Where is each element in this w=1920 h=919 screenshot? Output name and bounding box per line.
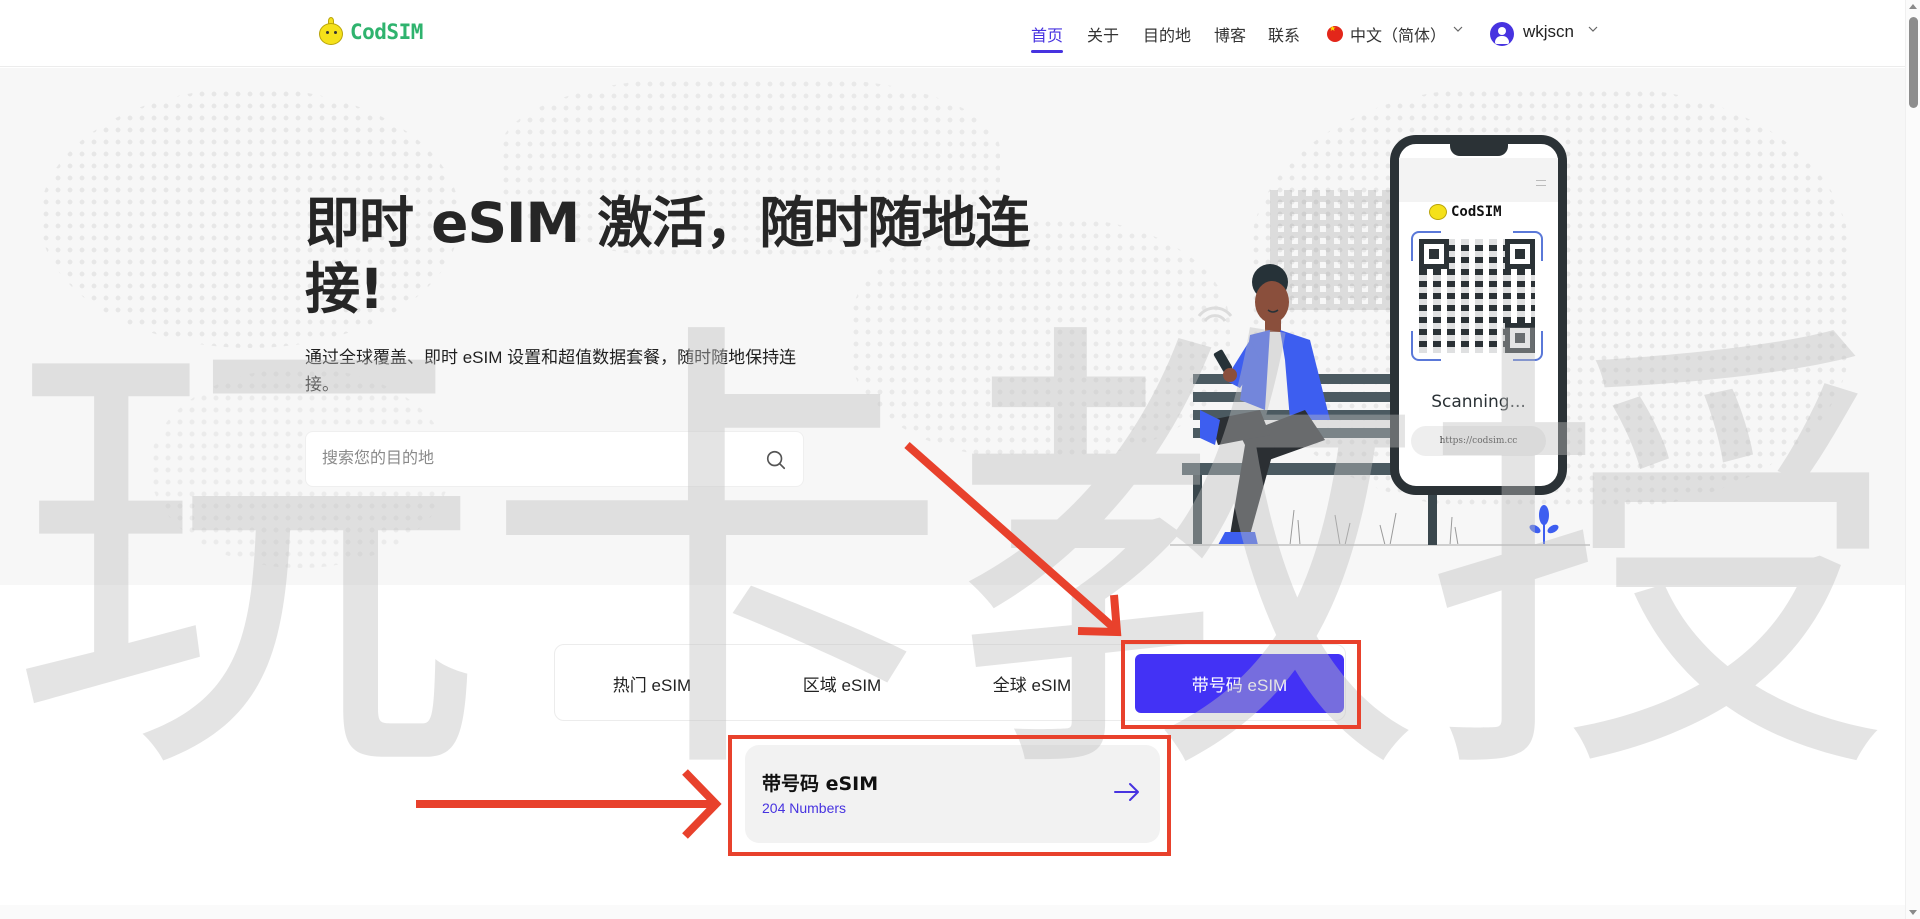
- footer-strip: [0, 905, 1905, 919]
- hero-section: [0, 68, 1905, 585]
- scroll-down-arrow-icon[interactable]: [1909, 910, 1917, 915]
- china-flag-icon: [1327, 26, 1343, 42]
- esim-with-number-card[interactable]: 带号码 eSIM 204 Numbers: [745, 745, 1160, 843]
- arrow-right-icon[interactable]: [1114, 782, 1140, 802]
- search-input[interactable]: [322, 432, 742, 486]
- nav-contact[interactable]: 联系: [1268, 28, 1301, 45]
- avatar-icon: [1490, 22, 1514, 46]
- world-map-dots: [1250, 88, 1850, 508]
- scroll-thumb[interactable]: [1909, 17, 1918, 108]
- scroll-up-arrow-icon[interactable]: [1909, 4, 1917, 9]
- nav-about[interactable]: 关于: [1087, 28, 1120, 45]
- world-map-dots: [40, 88, 460, 348]
- tab-popular-esim[interactable]: 热门 eSIM: [612, 676, 692, 695]
- language-label: 中文（简体）: [1350, 28, 1447, 45]
- world-map-dots: [500, 78, 1000, 258]
- site-header: CodSIM 首页 关于 目的地 博客 联系 中文（简体） wkjscn: [0, 0, 1905, 67]
- card-title: 带号码 eSIM: [762, 773, 879, 795]
- username: wkjscn: [1523, 22, 1575, 41]
- logo[interactable]: CodSIM: [316, 17, 423, 47]
- hero-title: 即时 eSIM 激活，随时随地连接!: [305, 191, 1030, 321]
- world-map-dots: [850, 218, 1230, 458]
- nav-destinations[interactable]: 目的地: [1143, 28, 1192, 45]
- chevron-down-icon: [1453, 26, 1463, 32]
- card-count: 204 Numbers: [762, 800, 847, 816]
- tab-esim-with-number[interactable]: 带号码 eSIM: [1135, 654, 1344, 713]
- logo-text: CodSIM: [350, 20, 423, 44]
- page-scrollbar[interactable]: [1905, 0, 1920, 919]
- hero-subtitle: 通过全球覆盖、即时 eSIM 设置和超值数据套餐，随时随地保持连接。: [305, 348, 797, 394]
- esim-category-tabs: 热门 eSIM 区域 eSIM 全球 eSIM 带号码 eSIM: [554, 644, 1346, 721]
- search-icon[interactable]: [765, 449, 787, 471]
- chevron-down-icon: [1588, 26, 1598, 32]
- tab-regional-esim[interactable]: 区域 eSIM: [802, 676, 882, 695]
- nav-home[interactable]: 首页: [1031, 22, 1064, 53]
- nav-blog[interactable]: 博客: [1214, 28, 1247, 45]
- destination-search: [305, 431, 804, 487]
- mascot-icon: [316, 17, 346, 47]
- tab-global-esim[interactable]: 全球 eSIM: [992, 676, 1072, 695]
